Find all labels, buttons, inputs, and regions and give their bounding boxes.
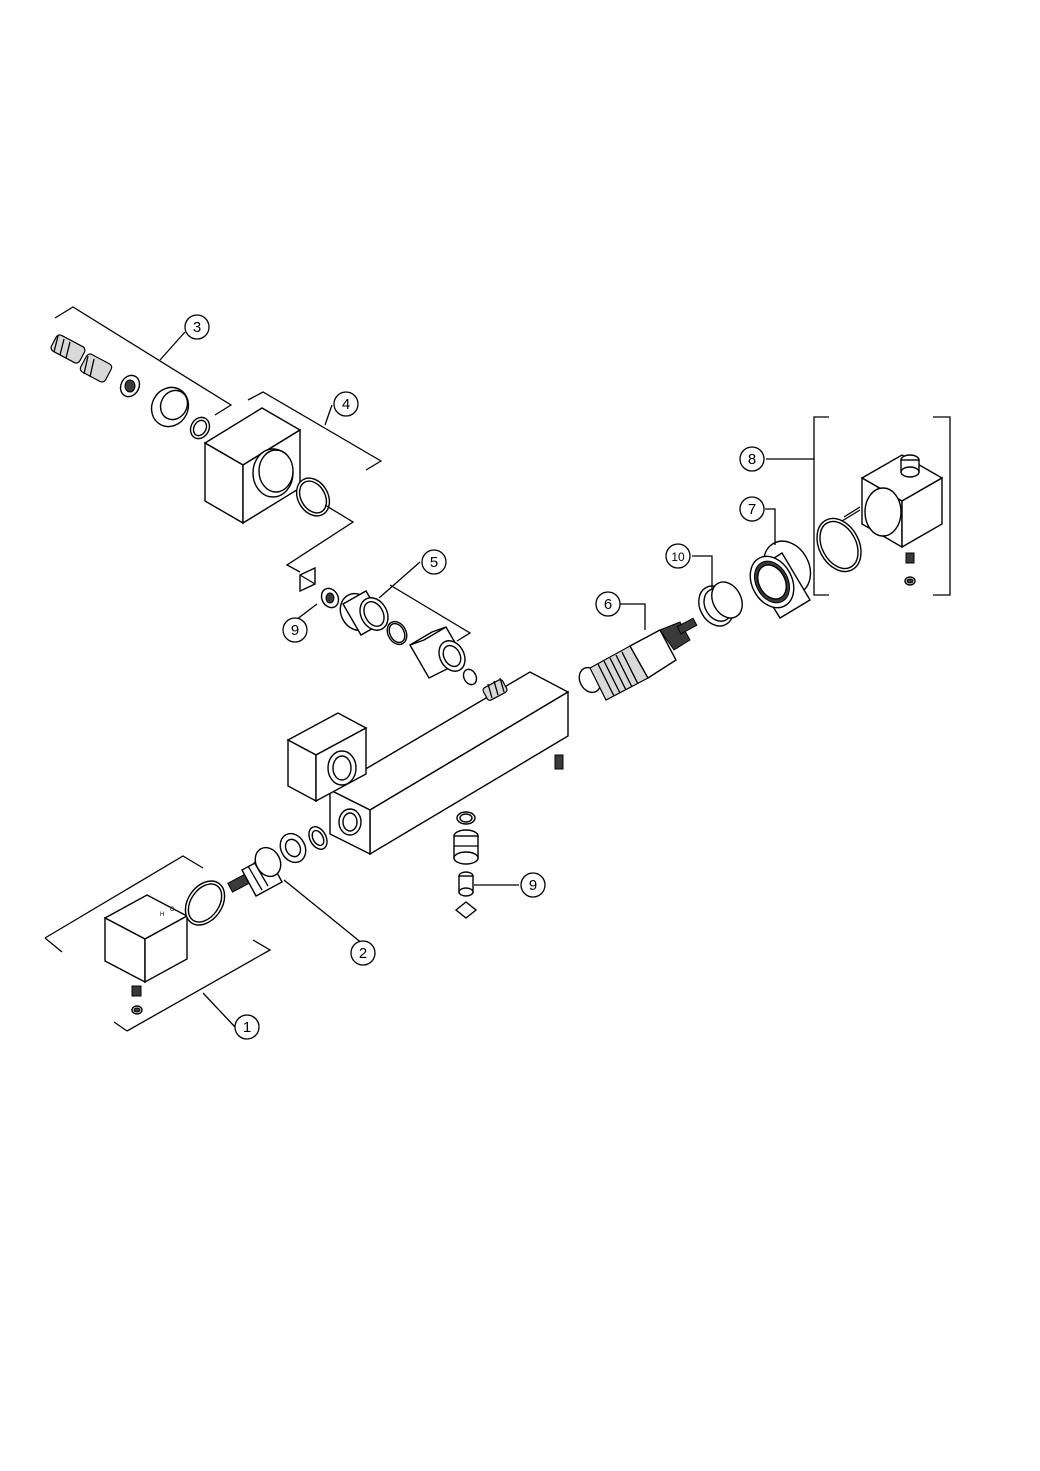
callout-1-label: 1	[243, 1019, 251, 1036]
callout-7: 7	[739, 496, 765, 522]
body-end-cap	[286, 712, 368, 803]
callout-1: 1	[234, 1014, 260, 1040]
callout-4: 4	[333, 391, 359, 417]
callout-9-upper: 9	[282, 617, 308, 643]
part-4-wall-flange	[203, 391, 383, 525]
callout-4-label: 4	[342, 396, 350, 413]
callout-6: 6	[595, 591, 621, 617]
callout-9-lower-label: 9	[529, 877, 537, 894]
part-2-cartridge	[227, 826, 328, 897]
mixer-body	[328, 671, 570, 856]
callout-10: 10	[665, 543, 691, 569]
body-inlet-thread	[482, 677, 508, 701]
callout-3: 3	[184, 314, 210, 340]
callout-7-label: 7	[748, 501, 756, 518]
part-6-thermo-cartridge	[578, 617, 698, 701]
callout-10-label: 10	[671, 550, 685, 564]
callout-5-label: 5	[430, 554, 438, 571]
part-3-inlet-fittings	[50, 306, 233, 440]
callout-2: 2	[350, 940, 376, 966]
part-10-nut	[698, 581, 743, 627]
callout-9-upper-label: 9	[291, 622, 299, 639]
callout-8: 8	[739, 446, 765, 472]
callout-8-label: 8	[748, 451, 756, 468]
part-8-thermostat-handle	[813, 416, 951, 596]
assembly-guide-line	[285, 504, 355, 573]
part-5-union	[339, 584, 478, 686]
callout-2-label: 2	[359, 945, 367, 962]
part-1-handle-group: H C	[44, 855, 272, 1032]
dial-mark: C	[170, 907, 175, 913]
part-7-ring	[749, 540, 812, 619]
part-9-lower-fitting	[453, 811, 479, 919]
callout-5: 5	[421, 549, 447, 575]
dial-mark: H	[160, 912, 164, 918]
callout-3-label: 3	[193, 319, 201, 336]
part-9-upper-fitting	[299, 566, 340, 609]
callout-9-lower: 9	[520, 872, 546, 898]
callout-6-label: 6	[604, 596, 612, 613]
